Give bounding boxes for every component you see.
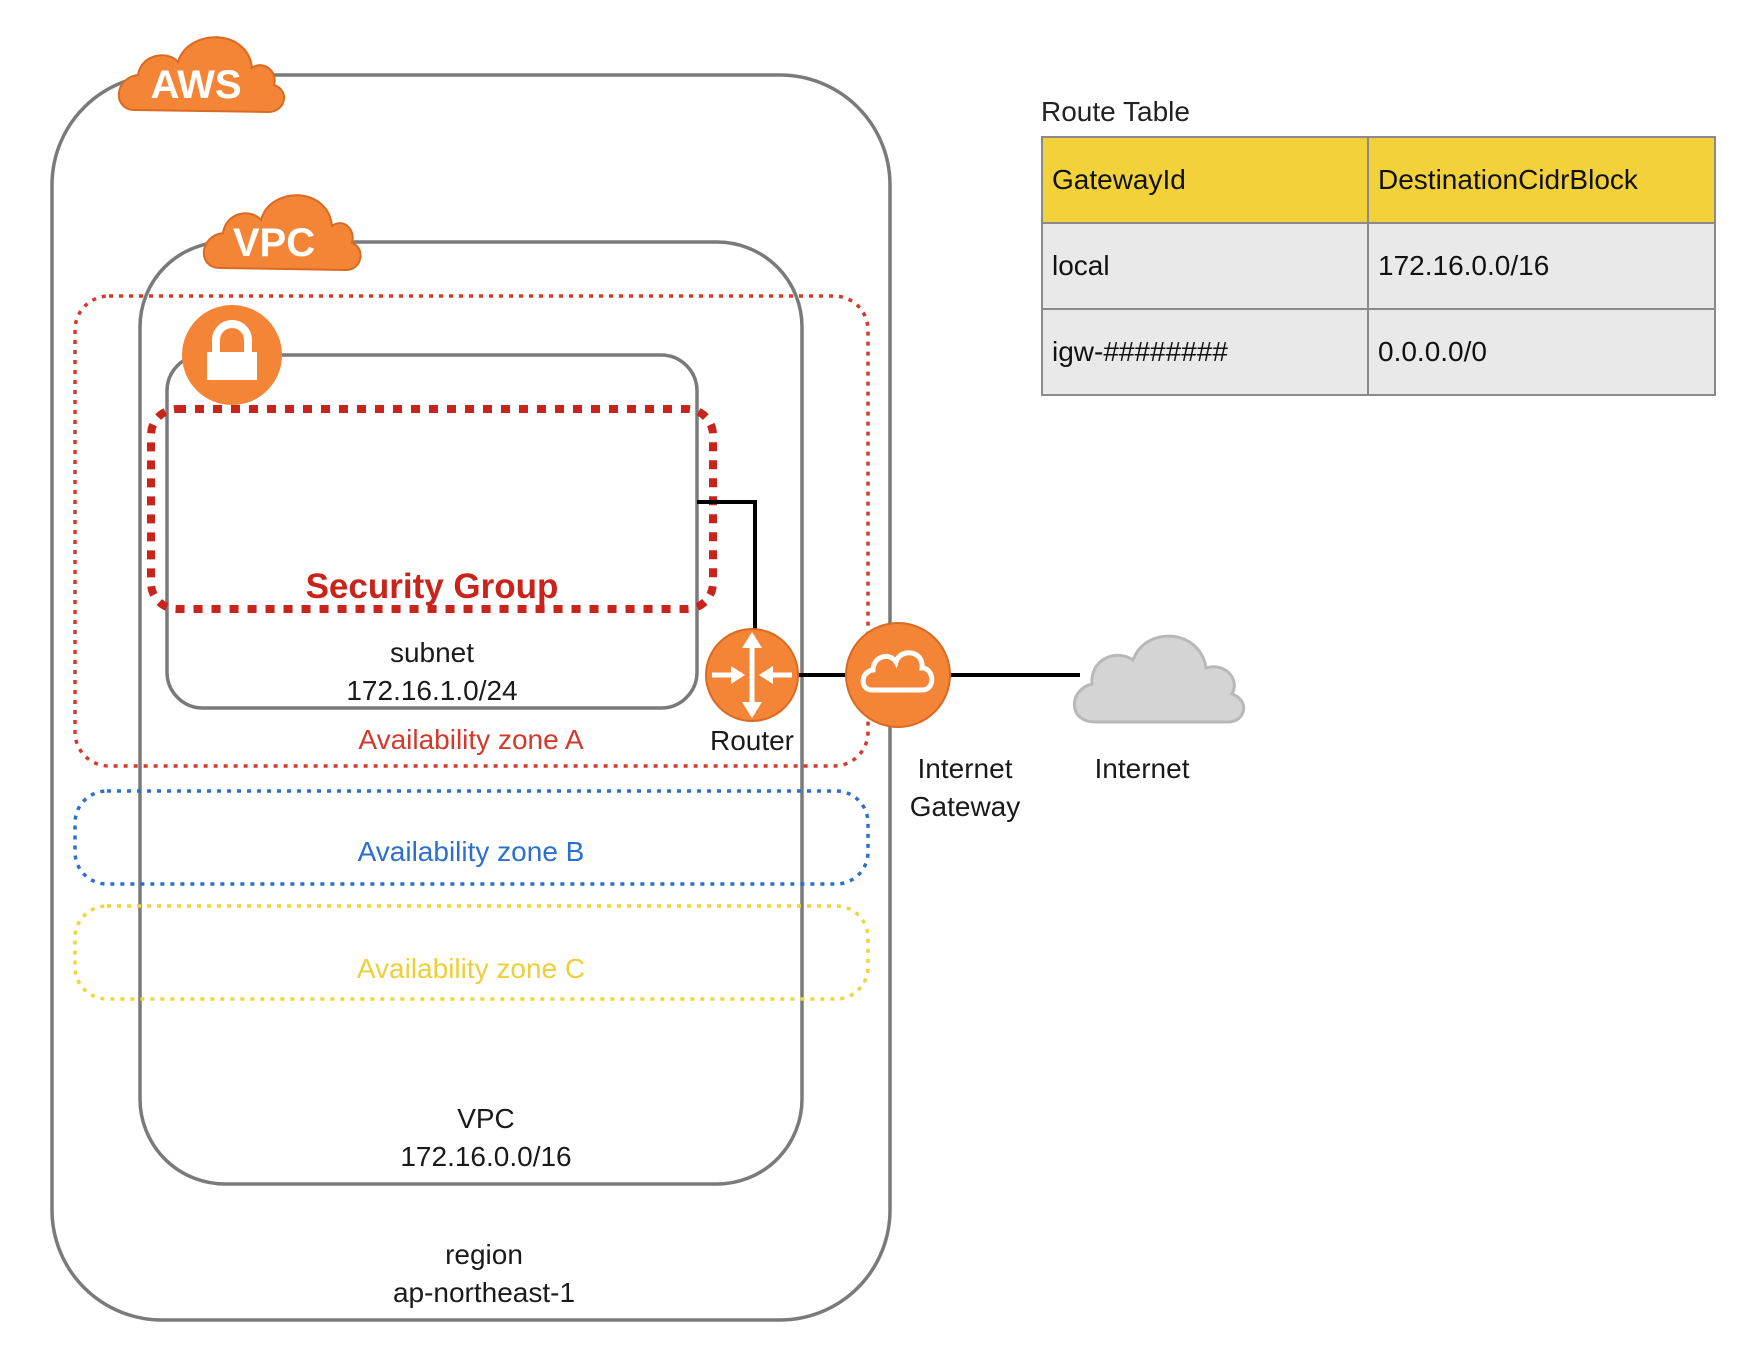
availability-zone-a-label: Availability zone A bbox=[358, 724, 584, 755]
availability-zone-b-label: Availability zone B bbox=[358, 836, 585, 867]
security-group-box bbox=[147, 405, 717, 613]
vpc-cloud-badge: VPC bbox=[202, 194, 362, 272]
region-name: ap-northeast-1 bbox=[393, 1277, 575, 1308]
availability-zone-a-box bbox=[73, 294, 870, 768]
region-label: region bbox=[445, 1239, 523, 1270]
route-table: GatewayId DestinationCidrBlock local 172… bbox=[1041, 136, 1716, 396]
security-group-label: Security Group bbox=[306, 567, 559, 606]
subnet-cidr: 172.16.1.0/24 bbox=[346, 675, 517, 706]
internet-gateway-label-line1: Internet bbox=[918, 753, 1013, 784]
table-row: local 172.16.0.0/16 bbox=[1041, 222, 1716, 310]
route-table-cell: igw-######## bbox=[1041, 308, 1369, 396]
route-table-title: Route Table bbox=[1041, 96, 1190, 127]
router-label: Router bbox=[710, 725, 794, 756]
router-icon bbox=[705, 628, 799, 722]
vpc-cidr: 172.16.0.0/16 bbox=[400, 1141, 571, 1172]
table-row: igw-######## 0.0.0.0/0 bbox=[1041, 308, 1716, 396]
route-table-cell: 0.0.0.0/0 bbox=[1367, 308, 1716, 396]
internet-label: Internet bbox=[1095, 753, 1190, 784]
aws-badge-label: AWS bbox=[150, 63, 241, 107]
vpc-badge-label: VPC bbox=[233, 221, 315, 265]
availability-zone-c-label: Availability zone C bbox=[357, 953, 585, 984]
subnet-to-router-line bbox=[697, 500, 757, 630]
route-table-header-destination: DestinationCidrBlock bbox=[1367, 136, 1716, 224]
route-table-header-gateway-id: GatewayId bbox=[1041, 136, 1369, 224]
vpc-container bbox=[138, 240, 804, 1186]
subnet-container bbox=[165, 353, 699, 710]
internet-gateway-label-line2: Gateway bbox=[910, 791, 1021, 822]
availability-zone-c-box bbox=[73, 904, 870, 1001]
internet-gateway-icon bbox=[845, 622, 951, 728]
internet-cloud-icon bbox=[1072, 634, 1245, 724]
availability-zone-b-box bbox=[73, 789, 870, 886]
aws-cloud-badge: AWS bbox=[117, 36, 285, 114]
vpc-label: VPC bbox=[457, 1103, 515, 1134]
route-table-cell: local bbox=[1041, 222, 1369, 310]
subnet-label: subnet bbox=[390, 637, 474, 668]
route-table-cell: 172.16.0.0/16 bbox=[1367, 222, 1716, 310]
route-table-header-row: GatewayId DestinationCidrBlock bbox=[1041, 136, 1716, 224]
lock-icon bbox=[182, 305, 282, 405]
